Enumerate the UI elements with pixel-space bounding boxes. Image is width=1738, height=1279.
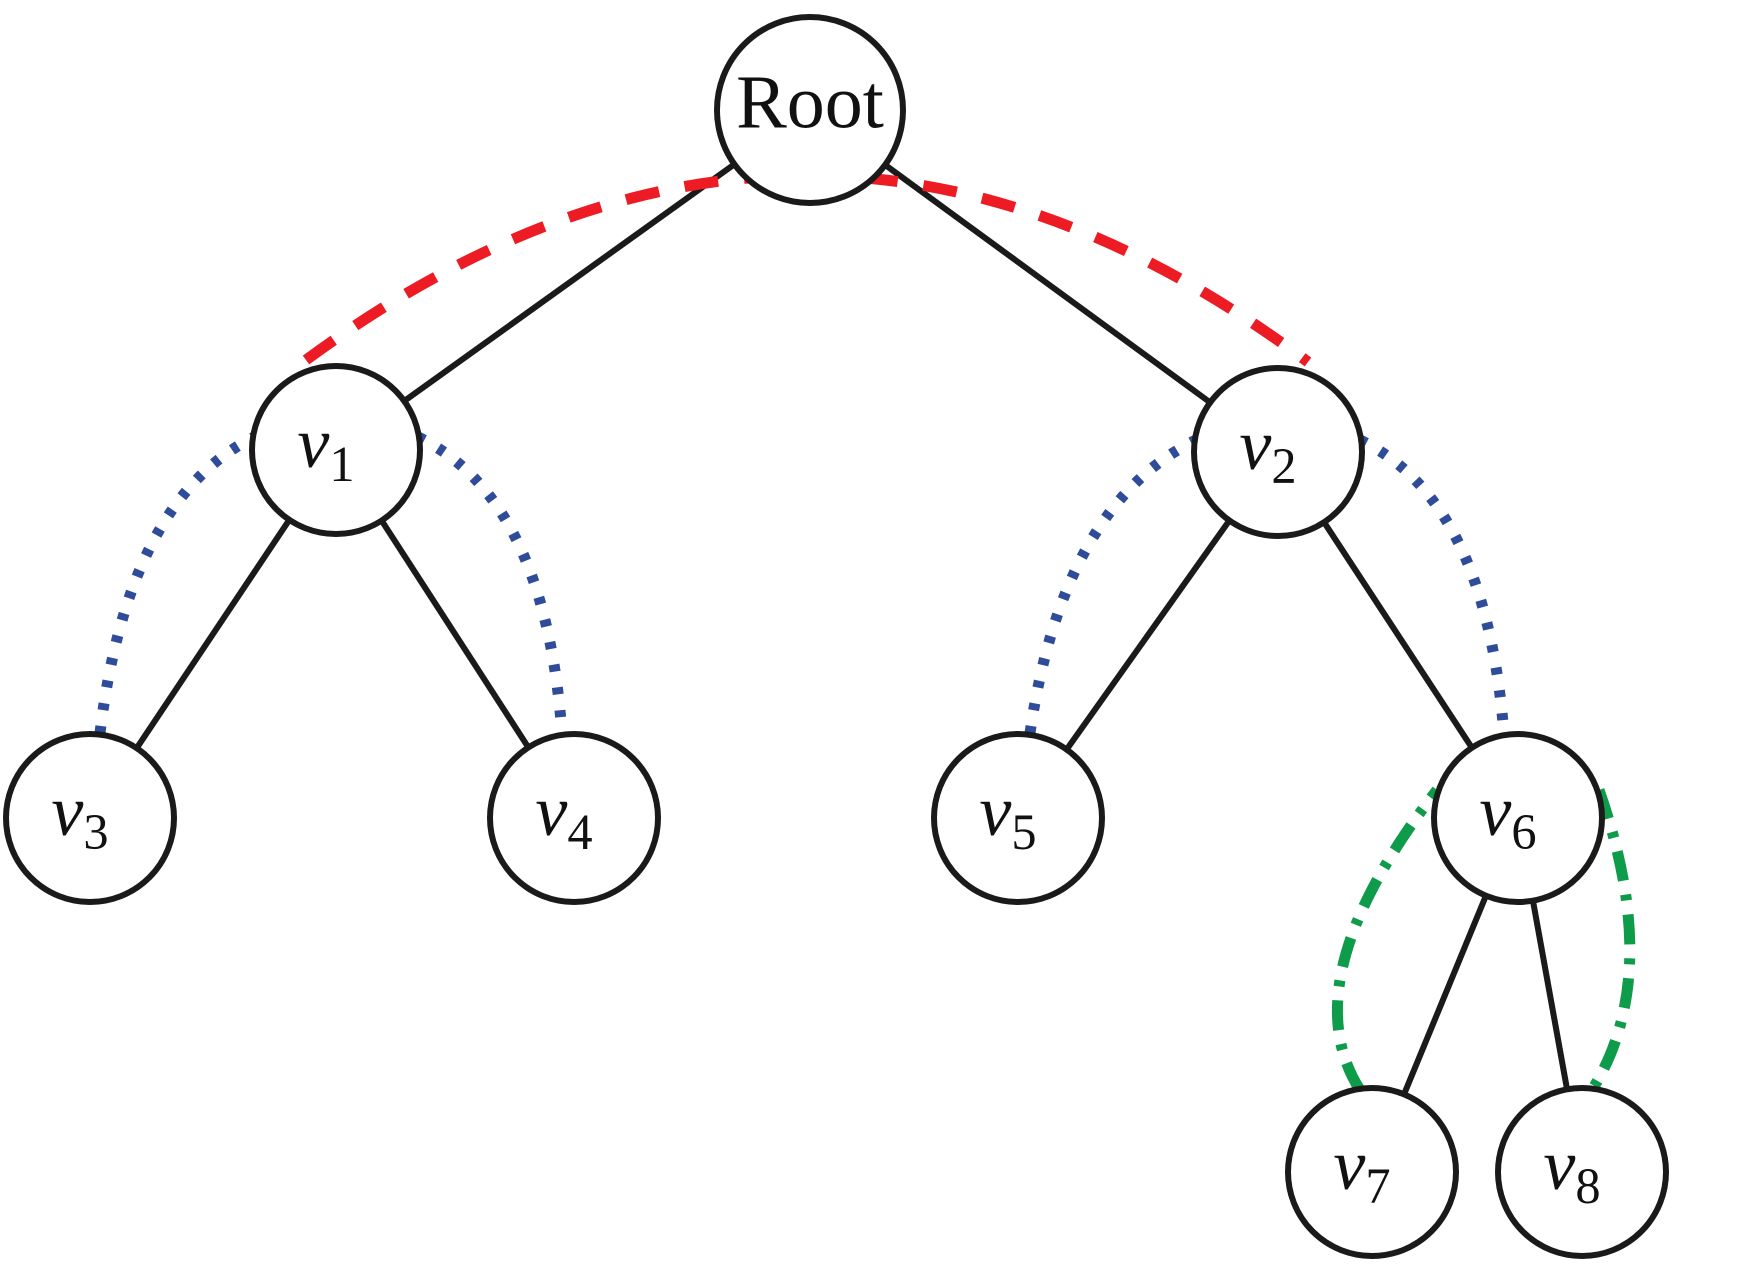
tree-node-v7[interactable]: v7 [1285,1085,1459,1259]
node-label-v1: v1 [297,403,354,492]
group-arcs-layer [94,170,1636,1093]
v6-children-arc-left [1331,786,1442,1093]
node-circle-v5 [931,731,1105,905]
node-circle-v7 [1285,1085,1459,1259]
node-circle-v3 [3,731,177,905]
node-circle-v8 [1495,1085,1669,1259]
tree-edge-v1-v3 [133,516,293,752]
tree-node-v4[interactable]: v4 [487,731,661,905]
node-label-v4: v4 [535,771,592,860]
tree-node-v8[interactable]: v8 [1495,1085,1669,1259]
tree-edges-layer [133,160,1571,1098]
tree-node-v3[interactable]: v3 [3,731,177,905]
node-label-v5: v5 [979,771,1036,860]
node-circle-v6 [1431,731,1605,905]
tree-nodes-layer: Root v1 v2 v3 v4 v5 v6 v7 v8 [3,14,1669,1259]
tree-edge-root-v1 [400,160,738,405]
tree-node-v6[interactable]: v6 [1431,731,1605,905]
node-label-v6: v6 [1479,771,1536,860]
node-label-v3: v3 [51,771,108,860]
node-circle-root [714,14,906,206]
node-circle-v4 [487,731,661,905]
tree-node-v1[interactable]: v1 [249,363,423,537]
node-label-v7: v7 [1333,1125,1390,1214]
tree-edge-root-v2 [881,161,1214,407]
tree-edge-v1-v4 [378,517,532,751]
tree-edge-v6-v8 [1529,898,1571,1092]
tree-node-root[interactable]: Root [714,14,906,206]
tree-node-v5[interactable]: v5 [931,731,1105,905]
node-circle-v2 [1191,365,1365,539]
node-label-root: Root [736,60,884,144]
tree-edge-v2-v6 [1320,518,1476,752]
v6-children-arc-right [1587,788,1636,1093]
tree-edge-v6-v7 [1400,892,1490,1098]
tree-edge-v2-v5 [1063,517,1233,753]
node-label-v2: v2 [1239,405,1296,494]
node-circle-v1 [249,363,423,537]
tree-node-v2[interactable]: v2 [1191,365,1365,539]
node-label-v8: v8 [1543,1125,1600,1214]
